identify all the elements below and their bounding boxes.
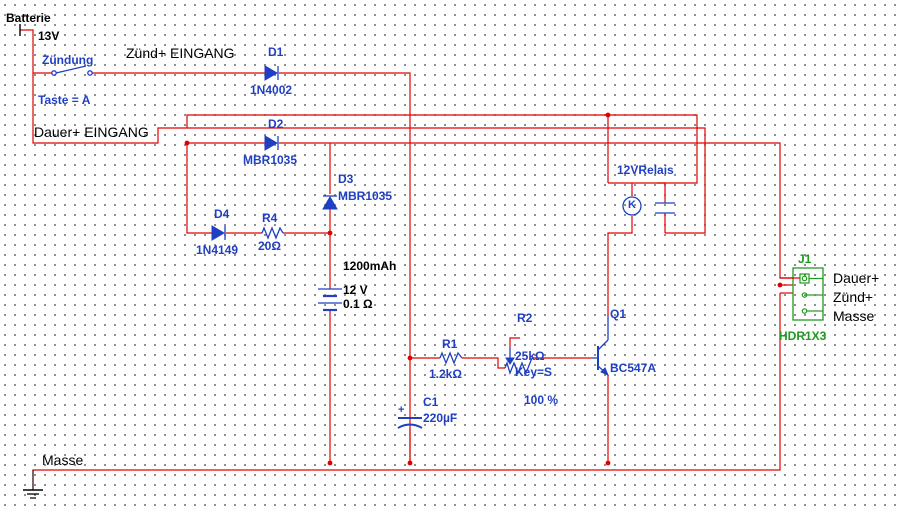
wire-contact-top [657,182,666,203]
wires [20,29,793,490]
wire-coil-q1 [607,216,633,315]
d3-part: MBR1035 [338,189,393,203]
battery-resistance: 0.1 Ω [343,297,373,311]
label-masse: Masse [42,452,84,468]
transistor-q1 [592,315,609,376]
ground-icon [23,470,43,499]
c1-value: 220µF [423,411,458,425]
junction-d3 [327,230,333,236]
label-batterie: Batterie [6,11,51,25]
junction-j1 [777,282,783,288]
d2-ref: D2 [268,117,284,131]
junction-c1 [407,460,413,466]
d1-part: 1N4002 [250,83,293,97]
relay-name: 12VRelais [617,163,674,177]
d1-ref: D1 [268,45,284,59]
junction-batt-gnd [327,460,333,466]
wire-d2-right [279,142,793,279]
junctions [184,112,783,466]
connector-j1[interactable] [780,267,824,321]
q1-ref: Q1 [610,307,627,321]
r2-ref: R2 [517,311,533,325]
label-dauer-eingang: Dauer+ EINGANG [34,124,149,140]
label-taste: Taste = A [38,93,91,107]
battery-capacity: 1200mAh [343,259,397,273]
diode-d3 [322,195,338,210]
wire-dauer-bus-2 [187,127,706,234]
wire-r2-wiper [509,337,520,348]
diode-d2 [264,135,279,151]
wire-d1-main [279,72,411,463]
c1-ref: C1 [423,395,439,409]
junction-d2 [184,140,190,146]
junction-relay [605,112,611,118]
wire-r1-r2 [462,357,505,369]
wire-masse [32,293,781,490]
d3-ref: D3 [338,172,354,186]
d4-ref: D4 [214,207,230,221]
relay-coil [622,196,642,216]
q1-part: BC547A [610,361,657,375]
diode-d4 [211,225,226,241]
r1-ref: R1 [442,337,458,351]
junction-q1-gnd [605,460,611,466]
wire-dauer-bus [185,114,698,184]
j1-pin-dauer: Dauer+ [833,270,880,286]
j1-pin-zuend: Zünd+ [833,289,874,305]
r2-key: Key=S [515,365,553,379]
potentiometer-r2[interactable] [504,348,533,375]
d2-part: MBR1035 [243,153,298,167]
resistor-r1 [439,351,463,365]
battery-voltage: 12 V [343,283,368,297]
j1-part: HDR1X3 [779,329,827,343]
relay-contact [655,202,675,214]
d4-part: 1N4149 [196,243,239,257]
j1-pin-masse: Masse [833,308,875,324]
label-13v: 13V [38,29,60,43]
label-zuend-eingang: Zünd+ EINGANG [126,45,235,61]
wire-d4-in [186,143,212,234]
label-zuendung: Zündung [42,53,94,67]
j1-ref: J1 [798,252,812,266]
junction-r1 [407,355,413,361]
battery [318,288,342,312]
wire-batterie [20,29,185,144]
r2-percent: 100 % [524,393,559,407]
svg-text:+: + [398,404,404,416]
diode-d1 [264,65,279,81]
resistor-r4 [261,226,284,240]
r2-value: 25kΩ [515,349,545,363]
r4-ref: R4 [262,211,278,225]
switch-zuendung[interactable] [51,65,93,76]
relay-coil-letter: K [628,199,636,211]
r1-value: 1.2kΩ [429,367,462,381]
r4-value: 20Ω [258,239,281,253]
capacitor-c1: + [397,404,423,429]
